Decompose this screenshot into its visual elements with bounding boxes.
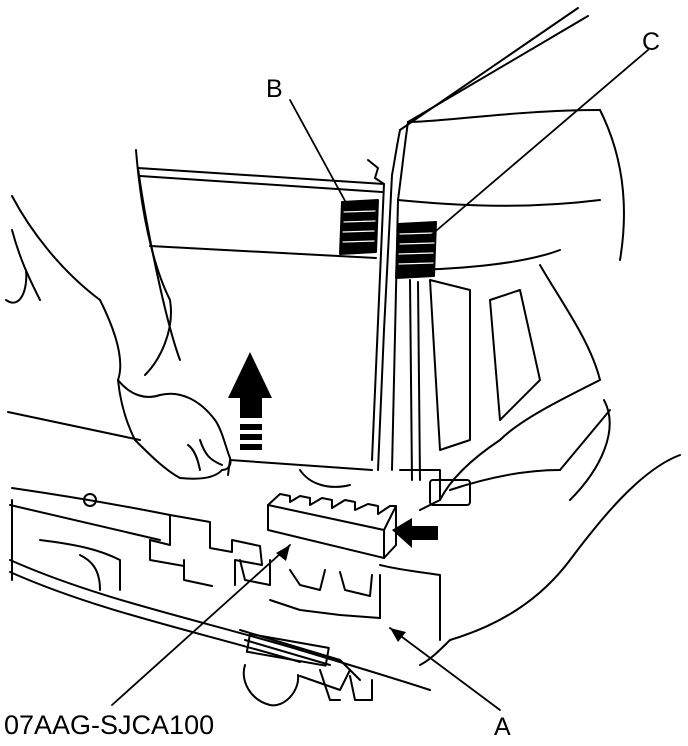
hand: [11, 149, 232, 480]
leader-arrowheads: [276, 545, 406, 642]
body-panel: [377, 7, 625, 501]
cushion-panel: [137, 159, 385, 488]
tape-b: [339, 199, 379, 255]
floor-trim: [5, 229, 431, 691]
seat-rail: [239, 629, 373, 707]
bracket: [149, 514, 441, 641]
leader-lines: [111, 49, 649, 711]
special-tool: [267, 493, 397, 559]
tape-c: [395, 221, 437, 279]
tape-hatching: [342, 210, 435, 265]
callout-b: B: [266, 75, 283, 103]
arrow-left-icon: [392, 518, 438, 548]
arrow-up-icon: [228, 352, 272, 450]
lower-body: [399, 454, 681, 666]
callout-a: A: [494, 713, 511, 741]
tool-number-label: 07AAG-SJCA100: [4, 710, 215, 740]
callout-c: C: [642, 28, 661, 56]
